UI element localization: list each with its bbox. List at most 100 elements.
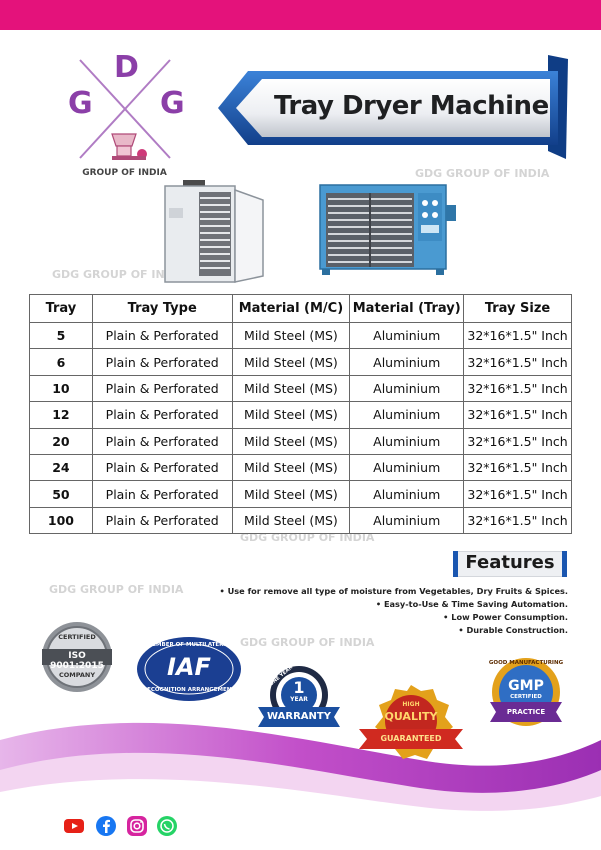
- quality-badge: HIGH QUALITY GUARANTEED: [355, 683, 467, 763]
- quality-top-text: HIGH: [402, 701, 420, 708]
- cell-tray: 12: [29, 401, 93, 429]
- column-header: Tray Size: [463, 294, 572, 323]
- cell-material-tray: Aluminium: [349, 480, 465, 508]
- cell-material-tray: Aluminium: [349, 374, 465, 403]
- table-row: 10 Plain & Perforated Mild Steel (MS) Al…: [29, 374, 572, 403]
- spec-table: Tray Tray Type Material (M/C) Material (…: [29, 294, 572, 535]
- cell-tray-size: 32*16*1.5" Inch: [463, 401, 572, 429]
- cell-tray: 20: [29, 427, 93, 455]
- cell-tray-size: 32*16*1.5" Inch: [463, 321, 572, 350]
- cell-tray: 24: [29, 453, 93, 482]
- feature-item: Use for remove all type of moisture from…: [220, 585, 568, 598]
- iaf-main-text: IAF: [167, 653, 211, 681]
- youtube-icon[interactable]: [63, 815, 85, 837]
- logo-letter-left: G: [68, 86, 93, 121]
- top-pink-band: [0, 0, 601, 30]
- watermark: GDG GROUP OF INDIA: [49, 583, 184, 596]
- cell-material-mc: Mild Steel (MS): [231, 480, 351, 508]
- grinder-icon: [111, 133, 147, 160]
- column-header: Tray Type: [91, 294, 233, 323]
- cell-material-mc: Mild Steel (MS): [231, 374, 351, 403]
- feature-item: Durable Construction.: [220, 624, 568, 637]
- cell-material-mc: Mild Steel (MS): [231, 321, 351, 350]
- cell-tray-type: Plain & Perforated: [91, 348, 233, 376]
- column-header: Tray: [29, 294, 93, 323]
- features-title: Features: [465, 552, 555, 573]
- cell-tray-size: 32*16*1.5" Inch: [463, 506, 572, 535]
- iso-top-text: CERTIFIED: [58, 633, 96, 641]
- quality-main-text: QUALITY: [384, 710, 438, 723]
- iaf-arc-top: MEMBER OF MULTILATERAL: [146, 642, 232, 648]
- logo-letter-right: G: [160, 86, 185, 121]
- cell-tray: 50: [29, 480, 93, 508]
- cell-tray-type: Plain & Perforated: [91, 401, 233, 429]
- table-header-row: Tray Tray Type Material (M/C) Material (…: [29, 294, 572, 323]
- gdg-logo: D G G GROUP OF INDIA: [62, 50, 187, 180]
- gmp-main-text: GMP: [508, 678, 544, 694]
- gmp-ribbon-text: PRACTICE: [506, 708, 546, 716]
- cell-material-mc: Mild Steel (MS): [231, 401, 351, 429]
- cell-material-tray: Aluminium: [349, 453, 465, 482]
- cell-tray-type: Plain & Perforated: [91, 453, 233, 482]
- table-row: 6 Plain & Perforated Mild Steel (MS) Alu…: [29, 348, 572, 376]
- cell-tray: 5: [29, 321, 93, 350]
- cell-tray-size: 32*16*1.5" Inch: [463, 374, 572, 403]
- cell-tray-type: Plain & Perforated: [91, 321, 233, 350]
- table-row: 50 Plain & Perforated Mild Steel (MS) Al…: [29, 480, 572, 508]
- facebook-icon[interactable]: [95, 815, 117, 837]
- iso-bottom-text: COMPANY: [58, 671, 96, 679]
- cell-material-mc: Mild Steel (MS): [231, 453, 351, 482]
- feature-item: Easy-to-Use & Time Saving Automation.: [220, 598, 568, 611]
- gmp-badge: GOOD MANUFACTURING GMP CERTIFIED PRACTIC…: [486, 656, 566, 732]
- cell-material-tray: Aluminium: [349, 427, 465, 455]
- warranty-badge: ONE YEAR 1 YEAR WARRANTY: [258, 665, 340, 735]
- warranty-number: 1: [293, 678, 305, 697]
- cell-material-mc: Mild Steel (MS): [231, 506, 351, 535]
- table-row: 100 Plain & Perforated Mild Steel (MS) A…: [29, 506, 572, 535]
- table-row: 24 Plain & Perforated Mild Steel (MS) Al…: [29, 453, 572, 482]
- cell-tray-size: 32*16*1.5" Inch: [463, 427, 572, 455]
- cell-material-tray: Aluminium: [349, 348, 465, 376]
- cell-material-tray: Aluminium: [349, 401, 465, 429]
- tray-dryer-image-1: [163, 178, 273, 292]
- watermark: GDG GROUP OF INDIA: [415, 167, 550, 180]
- features-list: Use for remove all type of moisture from…: [220, 585, 568, 637]
- feature-item: Low Power Consumption.: [220, 611, 568, 624]
- iaf-arc-bottom: RECOGNITION ARRANGEMENT: [142, 687, 236, 693]
- page-title: Tray Dryer Machine: [274, 91, 549, 121]
- cell-material-tray: Aluminium: [349, 506, 465, 535]
- whatsapp-icon[interactable]: [156, 815, 178, 837]
- cell-tray-type: Plain & Perforated: [91, 480, 233, 508]
- cell-tray-size: 32*16*1.5" Inch: [463, 348, 572, 376]
- warranty-unit: YEAR: [290, 696, 308, 703]
- instagram-icon[interactable]: [126, 815, 148, 837]
- table-row: 12 Plain & Perforated Mild Steel (MS) Al…: [29, 401, 572, 429]
- logo-letter-top: D: [114, 50, 139, 85]
- logo-graphic: [79, 59, 171, 160]
- cell-tray-type: Plain & Perforated: [91, 506, 233, 535]
- cell-tray-type: Plain & Perforated: [91, 427, 233, 455]
- cell-tray-type: Plain & Perforated: [91, 374, 233, 403]
- cell-material-mc: Mild Steel (MS): [231, 348, 351, 376]
- cell-tray-size: 32*16*1.5" Inch: [463, 480, 572, 508]
- iso-badge: CERTIFIED ISO 9001:2015 COMPANY: [40, 620, 114, 694]
- column-header: Material (M/C): [231, 294, 351, 323]
- quality-ribbon-text: GUARANTEED: [380, 734, 442, 743]
- watermark: GDG GROUP OF INDIA: [240, 531, 375, 544]
- iaf-badge: MEMBER OF MULTILATERAL IAF RECOGNITION A…: [136, 636, 242, 702]
- iso-main-text: ISO 9001:2015: [50, 651, 104, 671]
- cell-tray: 10: [29, 374, 93, 403]
- tray-dryer-image-2: [318, 181, 458, 280]
- watermark: GDG GROUP OF INDIA: [52, 268, 187, 281]
- cell-tray: 6: [29, 348, 93, 376]
- title-banner: Tray Dryer Machine: [218, 55, 578, 165]
- bottom-wave-decoration: [0, 722, 601, 850]
- cell-tray: 100: [29, 506, 93, 535]
- cell-material-mc: Mild Steel (MS): [231, 427, 351, 455]
- logo-tagline: GROUP OF INDIA: [82, 168, 167, 178]
- gmp-arc-top: GOOD MANUFACTURING: [488, 660, 564, 666]
- cell-material-tray: Aluminium: [349, 321, 465, 350]
- cell-tray-size: 32*16*1.5" Inch: [463, 453, 572, 482]
- features-heading: Features: [453, 551, 567, 577]
- table-row: 5 Plain & Perforated Mild Steel (MS) Alu…: [29, 321, 572, 350]
